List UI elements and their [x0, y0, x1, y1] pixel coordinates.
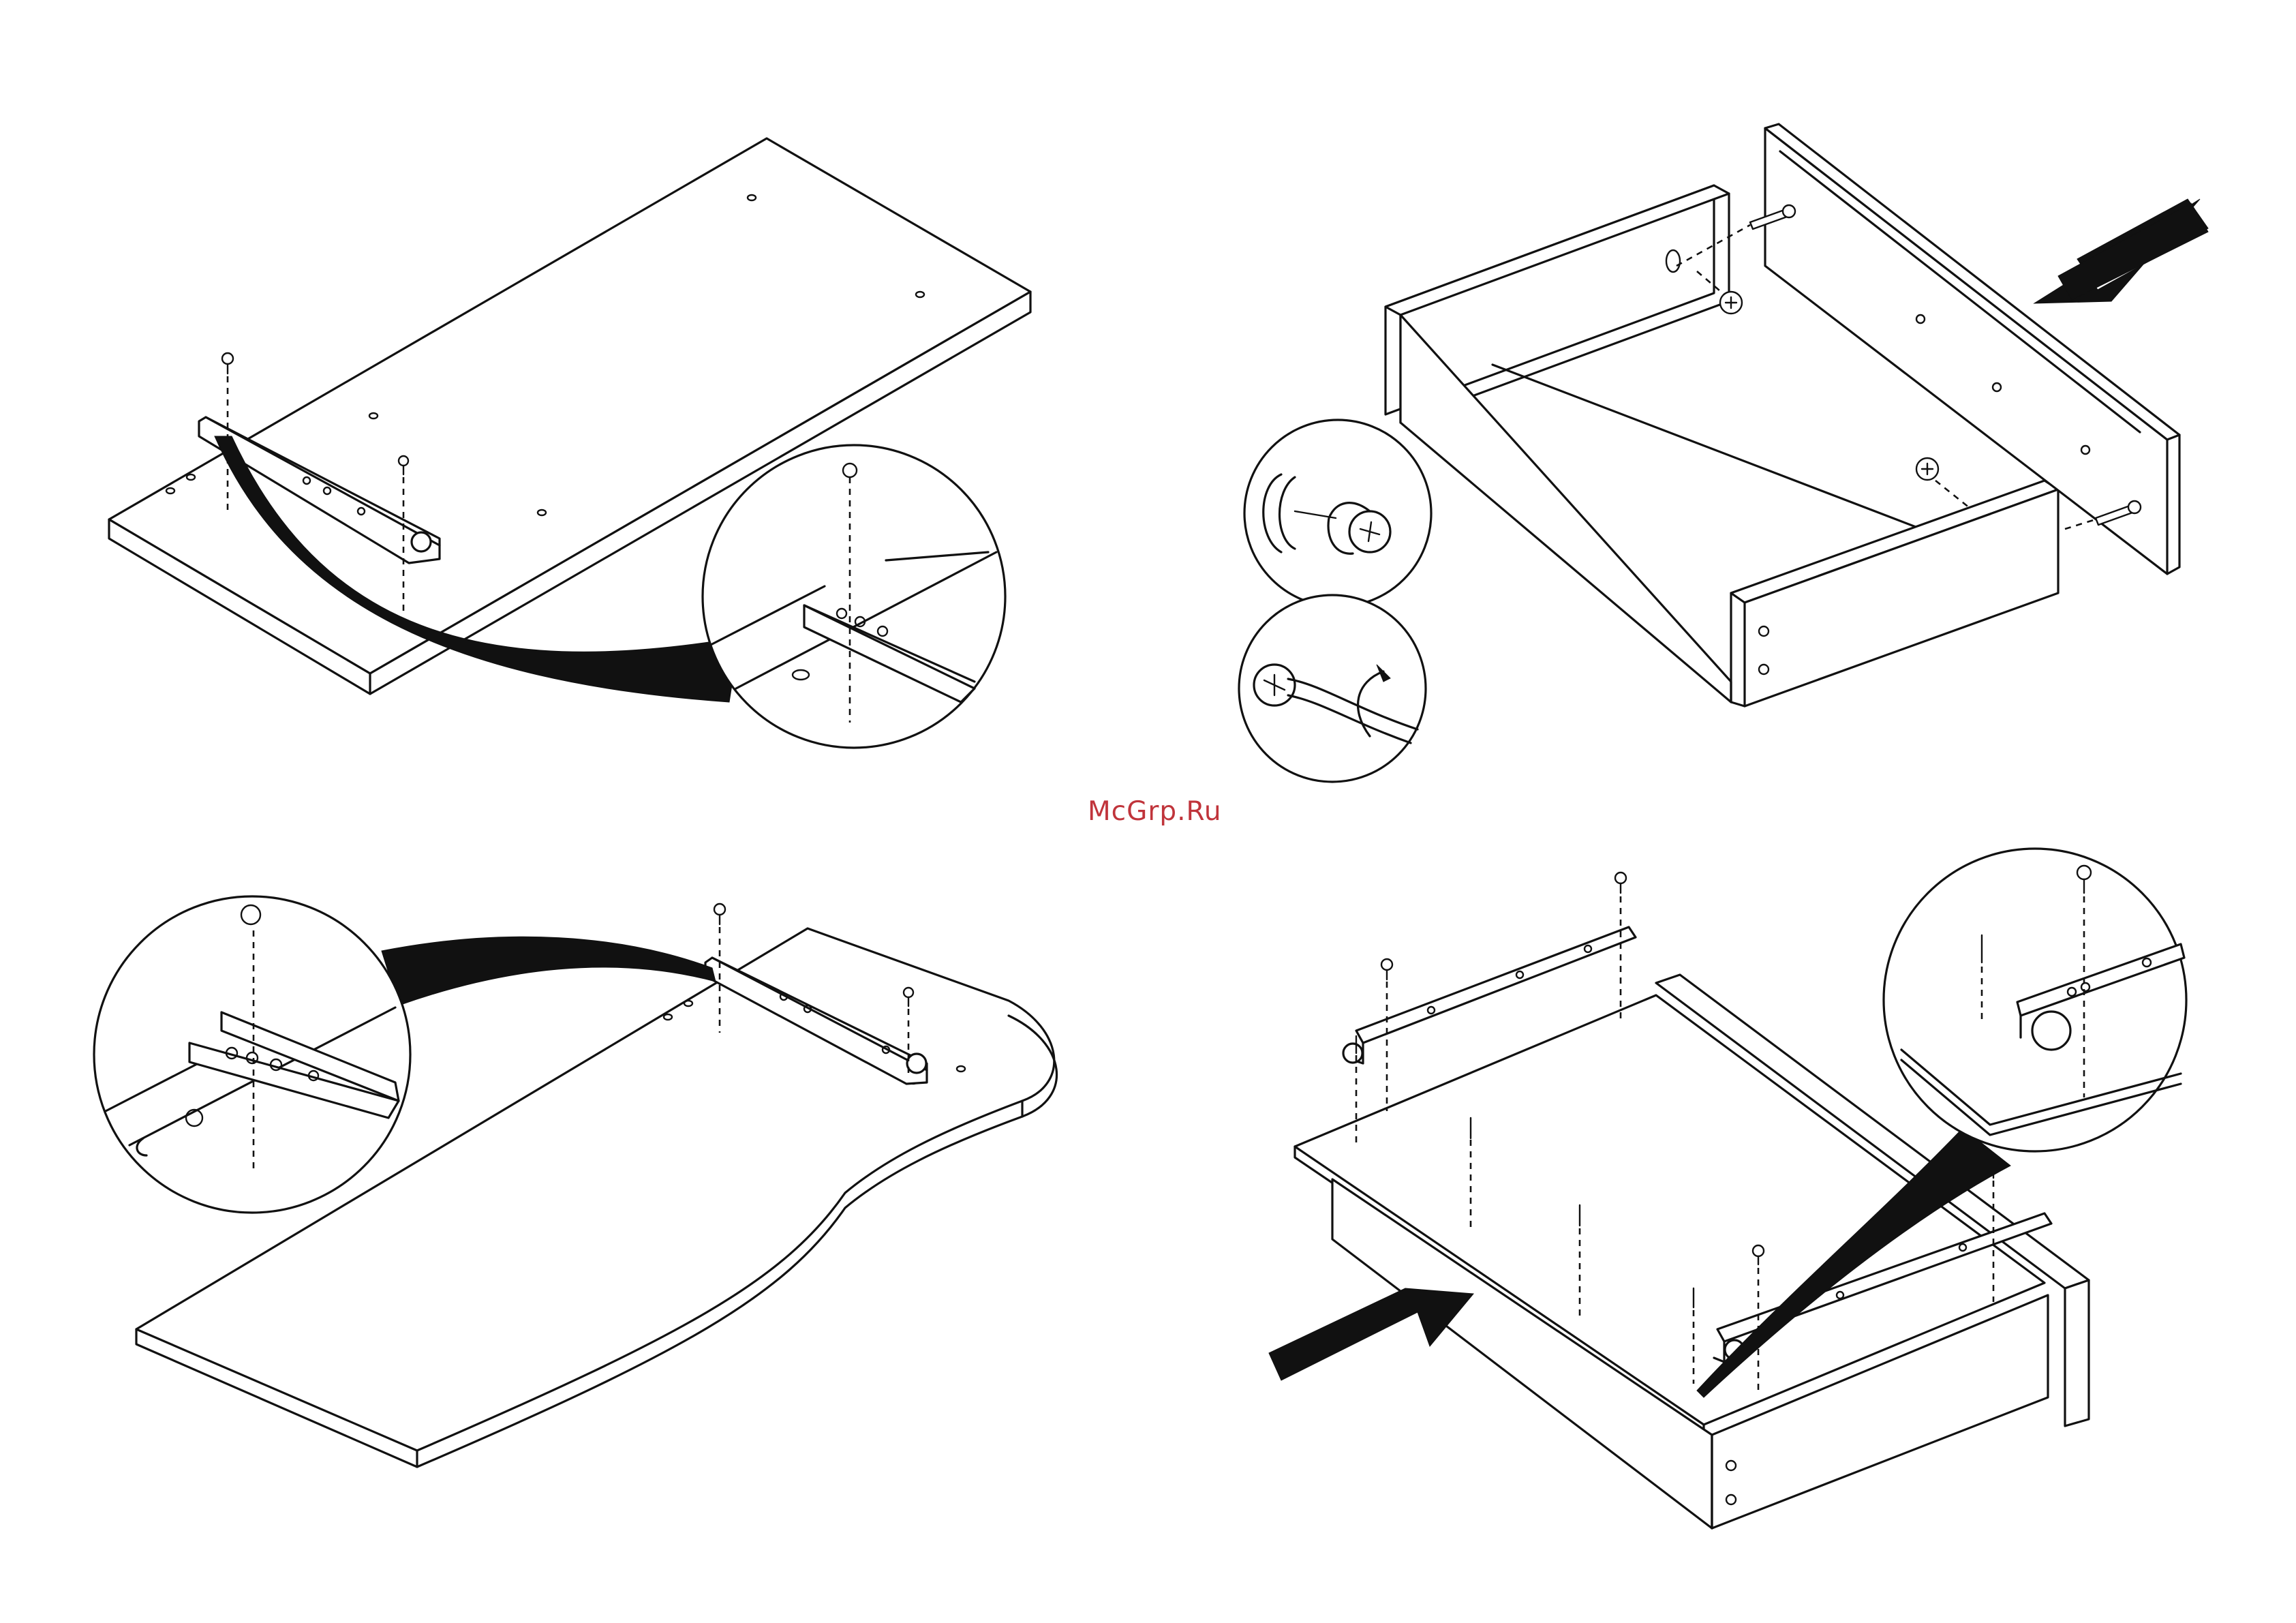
zoom-callout-pointer: [382, 937, 716, 1005]
detail-magnifier-circle: [94, 896, 410, 1213]
step-board-rail: [109, 138, 1030, 748]
step-curved-desktop: [94, 896, 1057, 1467]
detail-magnifier-circle: [703, 445, 1005, 748]
step-drawer-box: [1239, 124, 2208, 782]
step-drawer-bottom: [1269, 849, 2186, 1528]
cam-lock-icon: [1916, 458, 1938, 480]
detail-magnifier-circle: [1239, 595, 1426, 782]
arrow-icon: [1269, 1288, 1473, 1380]
detail-magnifier-circle: [1244, 420, 1431, 607]
drawer-front-panel: [1731, 481, 2058, 706]
screw-icon: [1615, 873, 1626, 1022]
arrow-icon: [2058, 203, 2208, 300]
cam-lock-icon: [1720, 292, 1742, 314]
detail-magnifier-circle: [1884, 849, 2186, 1151]
